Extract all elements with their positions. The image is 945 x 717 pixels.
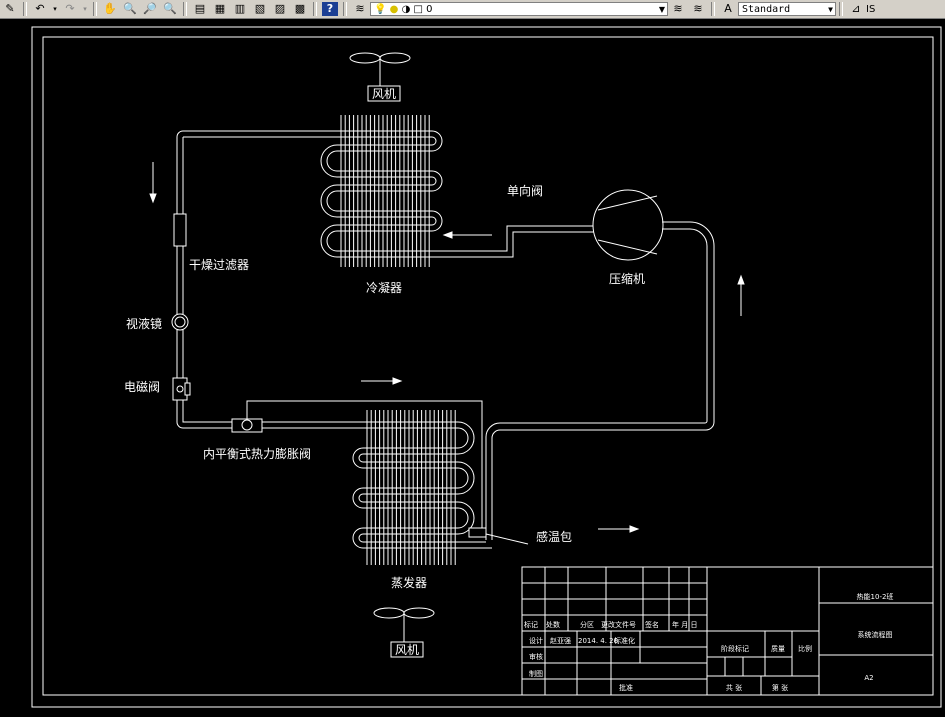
- drafting-label: 制图: [529, 669, 543, 678]
- arrow-up-icon: [737, 274, 745, 285]
- scale-label: 比例: [798, 644, 812, 653]
- drawing-frame: [31, 26, 942, 708]
- sun-icon: ●: [389, 4, 399, 15]
- dryer-filter-symbol: [173, 213, 187, 247]
- weight-label: 质量: [771, 644, 785, 653]
- header-mark: 标记: [524, 620, 538, 629]
- condenser-coil-outer: [183, 130, 600, 252]
- class-name: 热能10-2班: [857, 592, 894, 601]
- condenser-coil-inner: [183, 136, 600, 258]
- arrow-right-icon: [392, 377, 403, 385]
- redo-icon[interactable]: ↷: [65, 2, 75, 15]
- header-change-doc: 更改文件号: [601, 620, 636, 629]
- drawing-name: 系统流程图: [858, 630, 893, 639]
- fan-bottom-symbol: [373, 607, 435, 658]
- expansion-valve-symbol: [231, 400, 483, 528]
- total-sheets-label: 共 张: [726, 683, 742, 692]
- evaporator-label: 蒸发器: [391, 575, 427, 590]
- toolbar: ✎ ↶ ▾ ↷ ▾ ✋ 🔍 🔎 🔍 ▤ ▦ ▥ ▧ ▨ ▩ ? ≋ 💡 ● ◑ …: [0, 0, 945, 19]
- undo-icon[interactable]: ↶: [35, 2, 45, 15]
- design-label: 设计: [529, 636, 543, 645]
- dryer-filter-label: 干燥过滤器: [189, 258, 249, 272]
- chevron-down-icon: ▼: [828, 5, 833, 14]
- stage-mark-label: 阶段标记: [721, 644, 749, 653]
- header-signature: 签名: [645, 620, 659, 629]
- header-date: 年 月 日: [672, 620, 697, 629]
- properties-icon[interactable]: ▤: [194, 2, 206, 15]
- condenser-label: 冷凝器: [366, 280, 402, 295]
- flow-arrows: [149, 162, 745, 533]
- drawing-canvas[interactable]: 风机 冷凝器 干燥过滤器 视液镜 电磁阀 单向阀: [0, 18, 945, 717]
- layer-color-icon: □: [413, 4, 423, 15]
- dropdown-arrow-icon[interactable]: ▾: [83, 5, 87, 13]
- tool-palettes-icon[interactable]: ▥: [234, 2, 246, 15]
- arrow-down-icon: [149, 193, 157, 204]
- header-count: 处数: [546, 620, 560, 629]
- arrow-left-icon: [442, 231, 453, 239]
- evaporator-coil-outer: [247, 427, 492, 549]
- solenoid-valve-symbol: [172, 377, 191, 401]
- sheet-number-label: 第 张: [772, 683, 788, 692]
- text-style-value: Standard: [742, 4, 791, 15]
- pencil-icon[interactable]: ✎: [5, 2, 15, 15]
- temp-bulb-label: 感温包: [536, 529, 572, 544]
- arrow-right-icon: [629, 525, 640, 533]
- make-current-layer-icon[interactable]: ≋: [673, 2, 683, 15]
- design-center-icon[interactable]: ▦: [214, 2, 226, 15]
- toolbar-separator: [343, 2, 347, 16]
- evaporator: [247, 410, 492, 565]
- chevron-down-icon: ▼: [658, 5, 665, 14]
- fan-top-symbol: [349, 52, 411, 102]
- compressor-label: 压缩机: [609, 271, 645, 286]
- title-block: 热能10-2班 系统流程图 A2 阶段标记 质量 比例 共 张 第 张 批准 标…: [521, 566, 934, 696]
- dropdown-arrow-icon[interactable]: ▾: [53, 5, 57, 13]
- sight-glass-label: 视液镜: [126, 316, 162, 331]
- dimension-style-partial[interactable]: IS: [866, 3, 876, 15]
- toolbar-separator: [711, 2, 715, 16]
- layer-manager-icon[interactable]: ≋: [355, 2, 365, 15]
- toolbar-separator: [313, 2, 317, 16]
- zoom-realtime-icon[interactable]: 🔍: [123, 2, 137, 15]
- sheet-size: A2: [864, 674, 873, 682]
- fan-bottom-label: 风机: [395, 643, 419, 657]
- design-date: 2014. 4. 20: [578, 637, 618, 645]
- sheet-set-icon[interactable]: ▧: [254, 2, 266, 15]
- toolbar-separator: [183, 2, 187, 16]
- toolbar-separator: [93, 2, 97, 16]
- compressor-symbol: [592, 189, 664, 261]
- fan-top-label: 风机: [372, 87, 396, 101]
- expansion-valve-label: 内平衡式热力膨胀阀: [203, 447, 311, 461]
- header-zone: 分区: [580, 620, 594, 629]
- toolbar-separator: [23, 2, 27, 16]
- lightbulb-icon: 💡: [374, 4, 387, 15]
- zoom-previous-icon[interactable]: 🔍: [163, 2, 177, 15]
- zoom-window-icon[interactable]: 🔎: [143, 2, 157, 15]
- pan-icon[interactable]: ✋: [103, 2, 117, 15]
- solenoid-valve-label: 电磁阀: [124, 379, 160, 394]
- calculator-icon[interactable]: ▩: [294, 2, 306, 15]
- designer-name: 赵亚强: [550, 636, 571, 645]
- condenser: [183, 115, 600, 267]
- standardize-label: 标准化: [614, 636, 635, 645]
- layer-dropdown[interactable]: 💡 ● ◑ □ 0 ▼: [370, 2, 668, 16]
- temp-bulb-symbol: [468, 527, 529, 545]
- help-icon[interactable]: ?: [322, 2, 338, 16]
- text-style-dropdown[interactable]: Standard ▼: [738, 2, 836, 16]
- check-valve-label: 单向阀: [507, 183, 543, 198]
- layer-previous-icon[interactable]: ≋: [693, 2, 703, 15]
- evaporator-coil-inner: [247, 421, 486, 543]
- markup-icon[interactable]: ▨: [274, 2, 286, 15]
- dimension-style-icon[interactable]: ⊿: [851, 2, 861, 15]
- approve-label: 批准: [619, 683, 633, 692]
- text-style-icon[interactable]: A: [724, 2, 732, 15]
- review-label: 审核: [529, 652, 543, 661]
- layer-name: 0: [426, 4, 433, 15]
- toolbar-separator: [839, 2, 843, 16]
- suction-line: [485, 221, 715, 540]
- lock-icon: ◑: [401, 4, 411, 15]
- sight-glass-symbol: [171, 313, 189, 331]
